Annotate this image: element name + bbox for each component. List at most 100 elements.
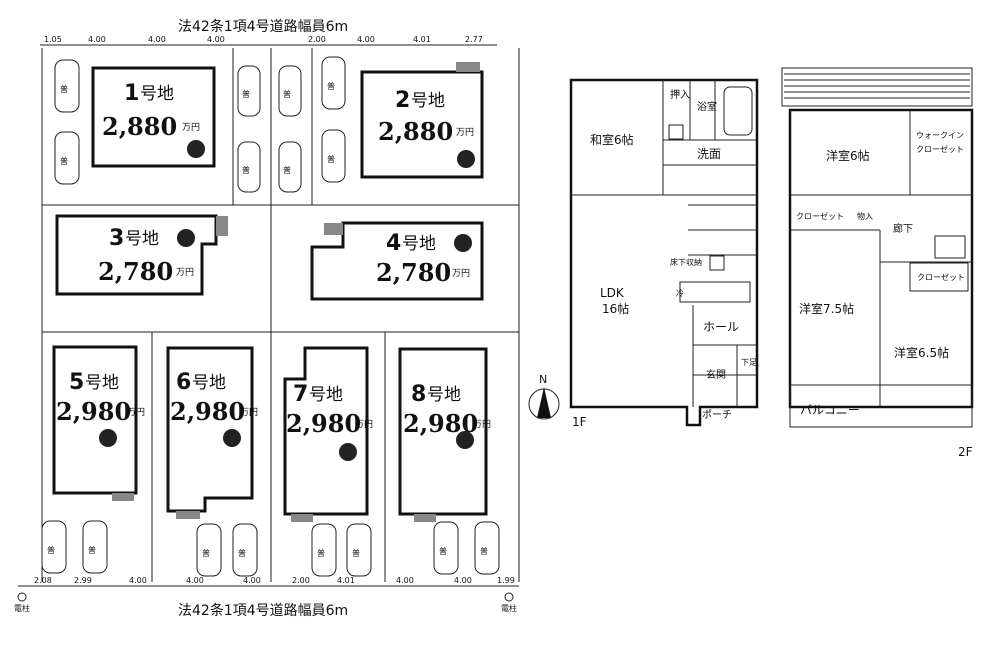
svg-text:普: 普 <box>60 156 68 166</box>
entrance-marks <box>112 62 480 522</box>
room-walkin-closet-b: クローゼット <box>916 144 964 154</box>
lot-price: 2,980 <box>170 397 245 426</box>
lot-number: 4 <box>386 231 401 256</box>
room-genkan: 玄関 <box>706 368 726 381</box>
car-icon: 普 <box>278 65 302 117</box>
room-balcony: バルコニー <box>800 403 860 417</box>
price-unit: 万円 <box>176 267 194 278</box>
bottom-dim: 4.00 <box>129 576 147 585</box>
svg-text:普: 普 <box>480 546 488 556</box>
room-oshiire: 押入 <box>670 88 690 101</box>
lot-suffix: 号地 <box>427 385 461 405</box>
building-lot-2 <box>360 70 484 179</box>
lot-number: 5 <box>69 370 84 395</box>
lot-suffix: 号地 <box>402 234 436 254</box>
bottom-dim: 2.00 <box>292 576 310 585</box>
room-yoshitsu-75: 洋室7.5帖 <box>799 301 854 316</box>
room-washitsu: 和室6帖 <box>590 132 634 147</box>
lot-price: 2,880 <box>378 117 453 146</box>
seal-icon <box>223 429 241 447</box>
seal-icons <box>99 140 475 461</box>
price-unit: 万円 <box>473 419 491 430</box>
lot-1-label: 1 号地 2,880 万円 <box>102 81 200 141</box>
room-ldk: LDK <box>600 286 625 300</box>
svg-text:普: 普 <box>238 548 246 558</box>
top-dim: 4.00 <box>148 35 166 44</box>
floor-label-1f: 1F <box>572 415 587 429</box>
car-icon: 普 <box>474 521 500 575</box>
car-icon: 普 <box>237 141 261 193</box>
room-closet-2: クローゼット <box>917 272 965 282</box>
seal-icon <box>177 229 195 247</box>
car-icon: 普 <box>321 56 346 110</box>
seal-icon <box>456 431 474 449</box>
svg-text:普: 普 <box>283 165 291 175</box>
room-yoshitsu-6: 洋室6帖 <box>826 148 870 163</box>
lot-4-label: 4 号地 2,780 万円 <box>376 231 470 287</box>
car-icon: 普 <box>82 520 108 574</box>
bottom-dim: 4.00 <box>186 576 204 585</box>
lot-price: 2,980 <box>56 397 131 426</box>
top-dim: 4.00 <box>357 35 375 44</box>
price-unit: 万円 <box>240 407 258 418</box>
lot-price: 2,780 <box>98 257 173 286</box>
svg-text:普: 普 <box>317 548 325 558</box>
room-closet-1: クローゼット <box>796 211 844 221</box>
price-unit: 万円 <box>452 268 470 279</box>
utility-pole-icon <box>504 592 514 602</box>
car-icon: 普 <box>237 65 261 117</box>
svg-text:普: 普 <box>242 89 250 99</box>
building-lot-7 <box>283 346 369 516</box>
lot-number: 8 <box>411 382 426 407</box>
lot-suffix: 号地 <box>85 373 119 393</box>
road-label-bottom: 法42条1項4号道路幅員6m <box>178 602 348 619</box>
building-lot-8 <box>398 347 488 516</box>
lot-number: 1 <box>124 81 139 106</box>
room-shoebox: 下足 <box>741 358 757 367</box>
lot-boundaries <box>41 48 520 582</box>
svg-text:普: 普 <box>60 84 68 94</box>
building-lot-5 <box>52 345 138 495</box>
room-corridor: 廊下 <box>893 222 913 235</box>
utility-pole-icon <box>17 592 27 602</box>
room-washroom: 洗面 <box>697 147 721 161</box>
lot-2-label: 2 号地 2,880 万円 <box>378 88 474 146</box>
road-label-top: 法42条1項4号道路幅員6m <box>178 18 348 35</box>
price-unit: 万円 <box>456 127 474 138</box>
price-unit: 万円 <box>355 419 373 430</box>
svg-text:普: 普 <box>88 545 96 555</box>
floor-plan-2f: 洋室6帖 ウォークイン クローゼット クローゼット 物入 廊下 クローゼット 洋… <box>781 67 974 459</box>
car-icon: 普 <box>41 520 67 574</box>
car-icon: 普 <box>54 131 80 185</box>
floor-plan-1f: 和室6帖 押入 浴室 洗面 LDK 16帖 床下収納 冷 ホール 玄関 下足 ポ… <box>569 78 759 429</box>
north-arrow-icon: N <box>528 373 560 420</box>
room-yoshitsu-65: 洋室6.5帖 <box>894 345 949 360</box>
lot-suffix: 号地 <box>411 91 445 111</box>
car-icon: 普 <box>232 523 258 577</box>
car-icon: 普 <box>54 59 80 113</box>
car-icon: 普 <box>321 129 346 183</box>
room-walkin-closet-a: ウォークイン <box>916 131 964 140</box>
svg-text:普: 普 <box>327 81 335 91</box>
svg-text:普: 普 <box>327 154 335 164</box>
svg-text:普: 普 <box>352 548 360 558</box>
svg-text:普: 普 <box>283 89 291 99</box>
bottom-dim: 4.01 <box>337 576 355 585</box>
lot-5-label: 5 号地 2,980 万円 <box>56 370 145 426</box>
bottom-dim: 1.99 <box>497 576 515 585</box>
lot-price: 2,980 <box>286 409 361 438</box>
lot-6-label: 6 号地 2,980 万円 <box>170 370 258 426</box>
seal-icon <box>454 234 472 252</box>
bottom-dim: 2.99 <box>74 576 92 585</box>
car-icon: 普 <box>196 523 222 577</box>
room-ldk-size: 16帖 <box>602 301 629 316</box>
top-dim: 2.77 <box>465 35 483 44</box>
car-icon: 普 <box>278 141 302 193</box>
lot-price: 2,780 <box>376 258 451 287</box>
site-plan: 法42条1項4号道路幅員6m 法42条1項4号道路幅員6m 1.05 4.00 … <box>14 18 520 619</box>
building-lot-6 <box>166 346 254 513</box>
utility-pole-label: 電柱 <box>14 603 30 613</box>
top-dim: 4.00 <box>88 35 106 44</box>
lot-7-label: 7 号地 2,980 万円 <box>286 382 373 438</box>
lot-number: 2 <box>395 88 410 113</box>
